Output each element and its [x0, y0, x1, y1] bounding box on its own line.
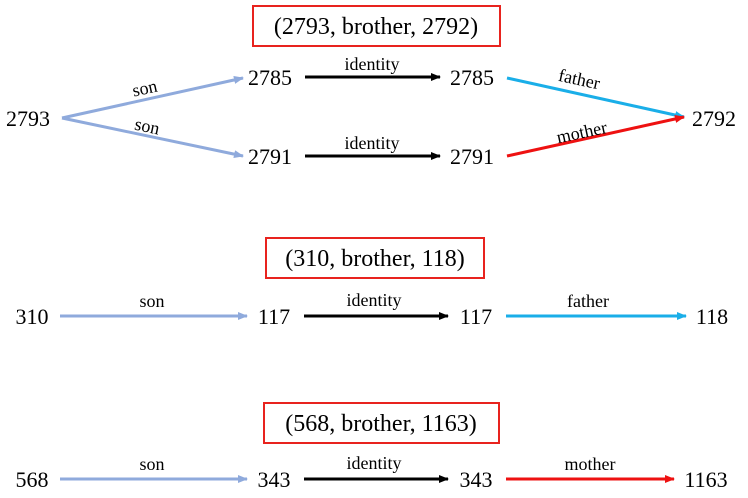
diagram-2-label-father: father	[567, 291, 609, 311]
diagram-2-node-4: 118	[696, 304, 728, 329]
diagram-3: (568, brother, 1163) 568 343 343 1163 so…	[16, 402, 728, 492]
diagram-2-title-box	[265, 237, 485, 279]
diagram-3-label-identity: identity	[347, 453, 402, 473]
diagram-2-label-identity: identity	[347, 290, 402, 310]
diagram-1-node-top-mid1: 2785	[248, 65, 292, 90]
diagram-3-label-son: son	[139, 454, 164, 474]
diagram-3-node-2: 343	[258, 467, 291, 492]
diagram-3-label-mother: mother	[565, 454, 616, 474]
diagram-1-title: (2793, brother, 2792)	[274, 14, 478, 40]
diagram-3-node-1: 568	[16, 467, 49, 492]
diagram-3-node-4: 1163	[684, 467, 727, 492]
diagram-1-label-bot-identity: identity	[345, 133, 400, 153]
diagram-2-title: (310, brother, 118)	[285, 246, 464, 272]
diagram-1-label-top-identity: identity	[345, 54, 400, 74]
diagram-1-node-end: 2792	[692, 106, 736, 131]
diagram-3-title-box	[263, 402, 500, 444]
diagram-2-node-2: 117	[258, 304, 290, 329]
diagram-3-node-3: 343	[460, 467, 493, 492]
diagram-1-title-box	[252, 5, 501, 47]
diagram-1-edge-father	[506, 76, 685, 119]
diagram-1-node-start: 2793	[6, 106, 50, 131]
diagram-1-node-bot-mid2: 2791	[450, 144, 494, 169]
diagram-2: (310, brother, 118) 310 117 117 118 son …	[16, 237, 728, 329]
diagram-2-label-son: son	[139, 291, 164, 311]
diagram-1-node-top-mid2: 2785	[450, 65, 494, 90]
diagram-2-node-1: 310	[16, 304, 49, 329]
diagram-1: (2793, brother, 2792) 2793 2785 2785 279…	[6, 5, 736, 169]
diagram-1-node-bot-mid1: 2791	[248, 144, 292, 169]
diagram-1-label-mother: mother	[555, 117, 609, 147]
diagram-1-edge-mother	[506, 115, 685, 158]
diagram-1-edge-top-son	[61, 76, 244, 120]
diagram-1-edge-bot-son	[61, 116, 244, 159]
diagram-2-node-3: 117	[460, 304, 492, 329]
diagram-3-title: (568, brother, 1163)	[285, 411, 476, 437]
